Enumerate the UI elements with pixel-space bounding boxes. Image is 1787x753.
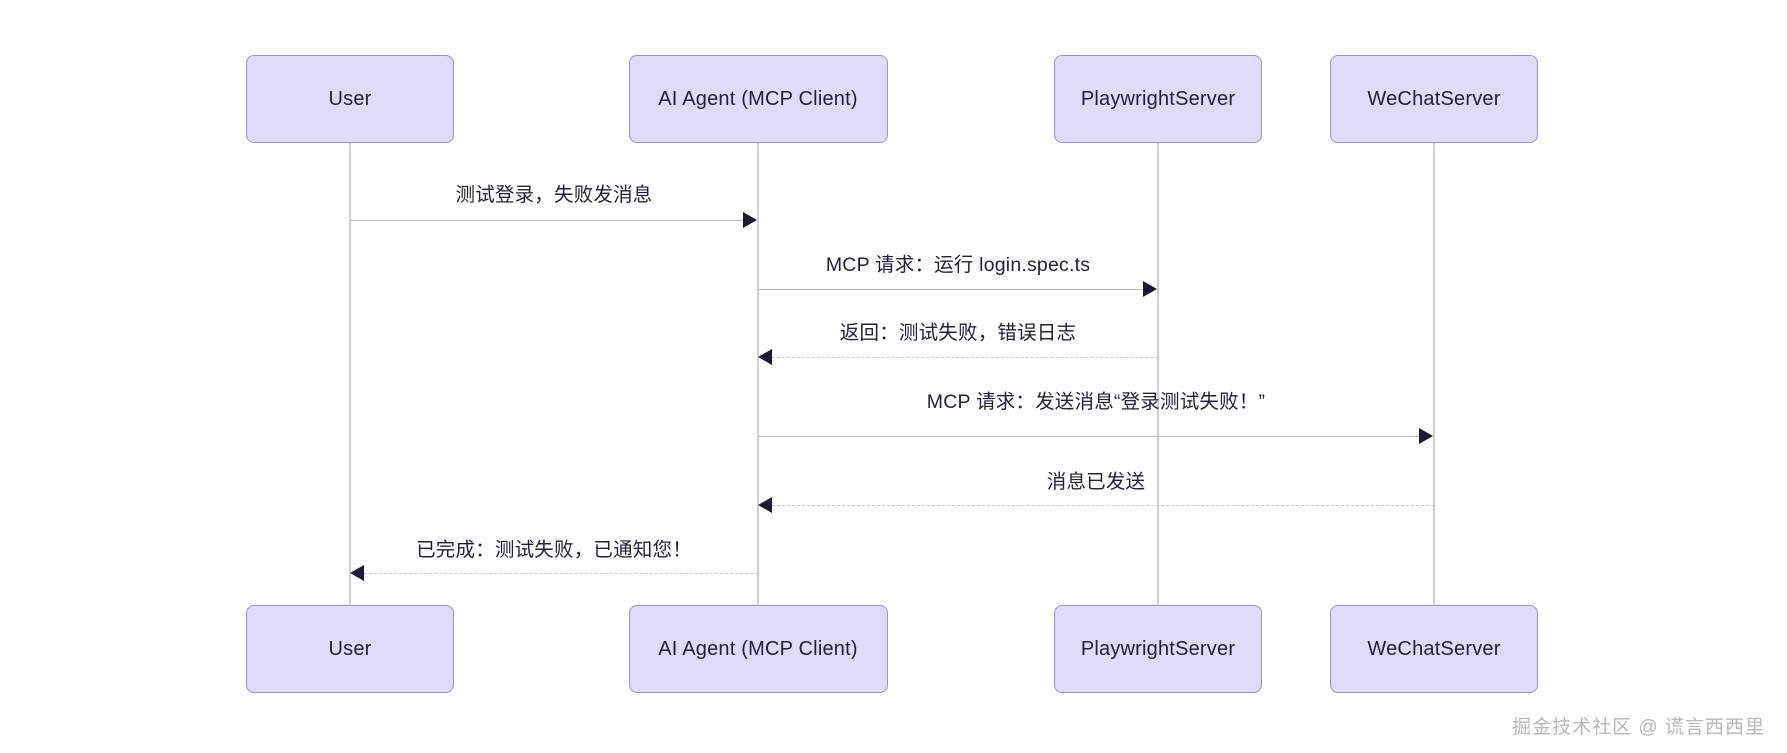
- participant-box-user-bottom[interactable]: User: [246, 605, 454, 693]
- arrow-head-left-5: [758, 497, 772, 513]
- message-label-4: MCP 请求：发送消息“登录测试失败！”: [926, 391, 1266, 413]
- arrow-head-right-4: [1419, 428, 1433, 444]
- arrow-head-right-1: [743, 212, 757, 228]
- message-line-2: [758, 289, 1143, 290]
- message-line-6: [364, 573, 758, 574]
- participant-box-wechat-server-top[interactable]: WeChatServer: [1330, 55, 1538, 143]
- message-label-2: MCP 请求：运行 login.spec.ts: [825, 254, 1091, 276]
- arrow-head-right-2: [1143, 281, 1157, 297]
- lifeline-ai-agent: [757, 143, 759, 605]
- participant-box-wechat-server-bottom[interactable]: WeChatServer: [1330, 605, 1538, 693]
- message-label-5: 消息已发送: [1046, 471, 1146, 493]
- message-line-4: [758, 436, 1419, 437]
- participant-label-ai-agent-top: AI Agent (MCP Client): [658, 87, 858, 110]
- message-label-1: 测试登录，失败发消息: [455, 184, 653, 206]
- participant-box-ai-agent-bottom[interactable]: AI Agent (MCP Client): [628, 605, 888, 693]
- arrow-head-left-3: [758, 349, 772, 365]
- lifeline-playwright-server: [1157, 143, 1159, 605]
- message-label-3: 返回：测试失败，错误日志: [839, 322, 1077, 344]
- participant-box-playwright-server-bottom[interactable]: PlaywrightServer: [1054, 605, 1262, 693]
- arrow-head-left-6: [350, 565, 364, 581]
- participant-label-wechat-server-bottom: WeChatServer: [1367, 637, 1501, 660]
- participant-label-user-bottom: User: [328, 637, 372, 660]
- watermark-text: 掘金技术社区 @ 谎言西西里: [1512, 717, 1765, 738]
- participant-label-playwright-server-bottom: PlaywrightServer: [1080, 637, 1236, 660]
- message-label-6: 已完成：测试失败，已通知您！: [416, 539, 692, 561]
- lifeline-wechat-server: [1433, 143, 1435, 605]
- message-line-5: [772, 505, 1434, 506]
- participant-label-ai-agent-bottom: AI Agent (MCP Client): [658, 637, 858, 660]
- message-line-3: [772, 357, 1158, 358]
- participant-box-ai-agent-top[interactable]: AI Agent (MCP Client): [628, 55, 888, 143]
- participant-label-playwright-server-top: PlaywrightServer: [1080, 87, 1236, 110]
- message-line-1: [350, 220, 743, 221]
- participant-box-user-top[interactable]: User: [246, 55, 454, 143]
- participant-box-playwright-server-top[interactable]: PlaywrightServer: [1054, 55, 1262, 143]
- participant-label-user-top: User: [328, 87, 372, 110]
- participant-label-wechat-server-top: WeChatServer: [1367, 87, 1501, 110]
- lifeline-user: [349, 143, 351, 605]
